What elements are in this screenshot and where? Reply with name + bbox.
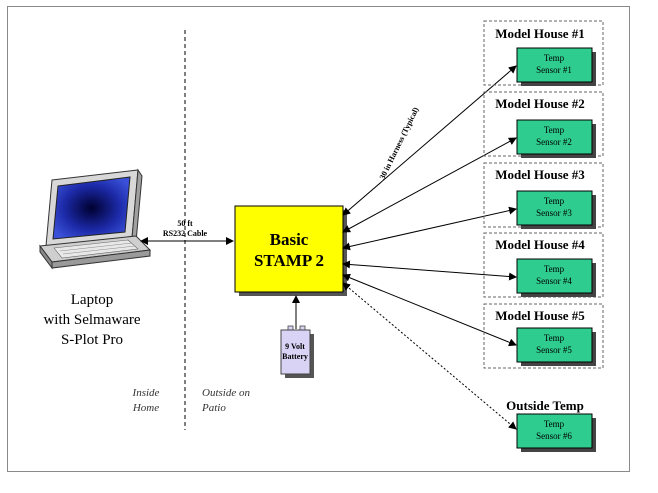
stamp-label-line-2: STAMP 2 bbox=[254, 251, 324, 270]
zone-outside-line-2: Patio bbox=[201, 402, 226, 414]
battery-icon: 9 Volt Battery bbox=[280, 325, 314, 378]
outside-temp: Outside Temp Temp Sensor #6 bbox=[506, 398, 596, 452]
arrow-sensor-4 bbox=[342, 260, 517, 281]
harness-arrows bbox=[342, 65, 517, 430]
battery-label-line-2: Battery bbox=[282, 352, 308, 361]
arrow-sensor-5 bbox=[342, 273, 517, 347]
cable-type-label: RS232 Cable bbox=[163, 229, 208, 238]
model-house-title: Model House #3 bbox=[495, 167, 585, 182]
temp-sensor-box bbox=[516, 47, 593, 83]
laptop-caption-line-3: S-Plot Pro bbox=[61, 332, 123, 348]
laptop-icon bbox=[39, 168, 152, 270]
temp-sensor-line-1: Temp bbox=[544, 333, 565, 343]
laptop-caption-line-1: Laptop bbox=[71, 292, 114, 308]
temp-sensor-box bbox=[516, 258, 593, 294]
diagram-frame bbox=[7, 6, 630, 472]
temp-sensor-line-2: Sensor #1 bbox=[536, 65, 572, 75]
temp-sensor-line-1: Temp bbox=[544, 125, 565, 135]
arrow-sensor-3 bbox=[342, 206, 517, 251]
outside-temp-title: Outside Temp bbox=[506, 398, 584, 413]
zone-outside-line-1: Outside on bbox=[202, 387, 250, 399]
stamp-label-line-1: Basic bbox=[270, 230, 309, 249]
temp-sensor-line-1: Temp bbox=[544, 264, 565, 274]
temp-sensor-line-2: Sensor #3 bbox=[536, 208, 572, 218]
model-house-title: Model House #2 bbox=[495, 96, 585, 111]
basic-stamp-box: Basic STAMP 2 bbox=[234, 205, 347, 296]
zone-inside-line-1: Inside bbox=[132, 387, 160, 399]
harness-label: 30 in Harness (Typical) bbox=[378, 105, 421, 180]
zone-inside-line-2: Home bbox=[132, 402, 159, 414]
arrow-sensor-2 bbox=[342, 137, 517, 233]
model-house-title: Model House #1 bbox=[495, 26, 585, 41]
laptop-caption-line-2: with Selmaware bbox=[43, 312, 140, 328]
model-house-title: Model House #5 bbox=[495, 308, 585, 323]
cable-length-label: 50 ft bbox=[177, 219, 193, 228]
arrow-sensor-6 bbox=[342, 282, 517, 430]
model-house-title: Model House #4 bbox=[495, 237, 585, 252]
temp-sensor-line-2: Sensor #5 bbox=[536, 345, 572, 355]
model-house-3: Model House #3 Temp Sensor #3 bbox=[483, 162, 604, 229]
stamp-fill bbox=[234, 205, 344, 293]
arrow-sensor-1 bbox=[342, 65, 517, 216]
temp-sensor-line-2: Sensor #6 bbox=[536, 431, 572, 441]
temp-sensor-line-2: Sensor #4 bbox=[536, 276, 572, 286]
temp-sensor-box bbox=[516, 190, 593, 226]
temp-sensor-line-1: Temp bbox=[544, 196, 565, 206]
temp-sensor-box bbox=[516, 413, 593, 449]
temp-sensor-line-2: Sensor #2 bbox=[536, 137, 572, 147]
temp-sensor-line-1: Temp bbox=[544, 419, 565, 429]
temp-sensor-box bbox=[516, 119, 593, 155]
temp-sensor-line-1: Temp bbox=[544, 53, 565, 63]
model-house-4: Model House #4 Temp Sensor #4 bbox=[483, 232, 604, 298]
model-house-5: Model House #5 Temp Sensor #5 bbox=[483, 303, 604, 369]
temp-sensor-box bbox=[516, 327, 593, 363]
model-house-1: Model House #1 Temp Sensor #1 bbox=[483, 20, 604, 86]
battery-label-line-1: 9 Volt bbox=[285, 342, 305, 351]
model-house-2: Model House #2 Temp Sensor #2 bbox=[483, 91, 604, 158]
